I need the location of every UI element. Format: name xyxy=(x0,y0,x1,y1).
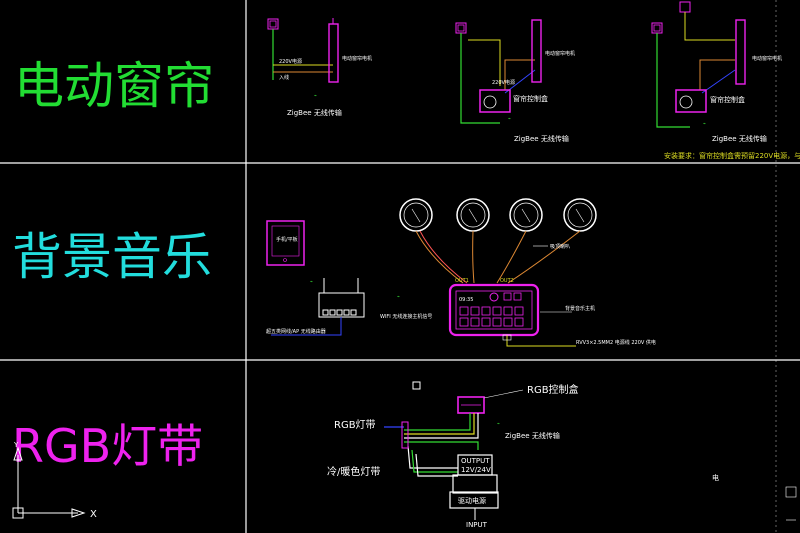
control-box-label: 窗帘控制盒 xyxy=(710,95,745,104)
switch-panel-icon xyxy=(267,18,279,30)
control-box-icon xyxy=(675,89,707,113)
curtain-unit-3: 电动窗帘电机 窗帘控制盒 ⌁ ZigBee 无线传输 xyxy=(651,1,782,143)
wifi-icon: ⌁ xyxy=(703,121,706,127)
curtain-motor-icon xyxy=(328,23,339,83)
music-section-title: 背景音乐 xyxy=(12,228,212,286)
output-label: OUTPUT xyxy=(461,457,490,465)
speaker-icon xyxy=(399,198,433,232)
rgb-strip-label: RGB灯带 xyxy=(334,419,376,431)
driver-power-box xyxy=(449,491,499,509)
speaker-cables xyxy=(415,230,581,284)
rgb-section-title: RGB灯带 xyxy=(12,419,203,473)
out2-label: OUT2 xyxy=(500,278,514,284)
wifi-icon: ⌁ xyxy=(310,279,313,285)
curtain-unit-2: 电动窗帘电机 220V电源 窗帘控制盒 ⌁ ZigBee 无线传输 xyxy=(455,19,575,143)
host-power-cable-label: RVV3×2.5MM2 电源线 220V 供电 xyxy=(576,339,656,346)
zigbee-label: ZigBee 无线传输 xyxy=(287,108,342,117)
cool-warm-strip-label: 冷/暖色灯带 xyxy=(327,465,380,478)
zigbee-label: ZigBee 无线传输 xyxy=(712,134,767,143)
rgb-strip-wiring xyxy=(384,413,479,477)
switch-panel-icon xyxy=(455,22,467,34)
input-label: INPUT xyxy=(466,521,488,529)
curtain-motor-icon xyxy=(531,19,542,83)
router-caption: 超五类网线/AP 无线路由器 xyxy=(266,328,326,335)
stray-character: 电 xyxy=(712,473,719,482)
motor-label: 电动窗帘电机 xyxy=(752,55,782,62)
driver-power-icon xyxy=(452,474,498,494)
motor-label: 电动窗帘电机 xyxy=(342,55,372,62)
curtain-section-title: 电动窗帘 xyxy=(14,57,214,115)
wifi-note: WIFI 无线连接主机信号 xyxy=(380,313,432,320)
music-host-panel[interactable]: 09:35 xyxy=(448,283,540,337)
driver-label: 驱动电源 xyxy=(458,496,486,505)
host-knob-icon xyxy=(489,292,499,302)
curtain-unit-1: 220V电源 电动窗帘电机 入线 ⌁ ZigBee 无线传输 xyxy=(267,18,372,117)
control-box-label: 窗帘控制盒 xyxy=(513,94,548,103)
output-voltage-label: 12V/24V xyxy=(461,466,491,474)
zigbee-label: ZigBee 无线传输 xyxy=(514,134,569,143)
curtain-motor-icon xyxy=(735,19,746,85)
wifi-icon: ⌁ xyxy=(397,294,400,300)
wifi-icon: ⌁ xyxy=(508,116,511,122)
control-box-icon xyxy=(479,89,511,113)
tablet-icon xyxy=(266,220,305,266)
speaker-label: 吸顶喇叭 xyxy=(550,243,570,250)
speaker-icon xyxy=(563,198,597,232)
ucs-axis-icon xyxy=(12,446,86,519)
small-square-marker xyxy=(412,381,421,390)
ucs-x-label: X xyxy=(90,509,97,520)
ceiling-speakers xyxy=(399,198,597,232)
ucs-y-label: Y xyxy=(13,441,19,449)
rgb-controller-label: RGB控制盒 xyxy=(527,383,579,396)
router-icon xyxy=(318,278,365,318)
host-label: 背景音乐主机 xyxy=(565,305,595,312)
power-220v-label: 220V电源 xyxy=(279,58,302,65)
scroll-handle[interactable] xyxy=(785,486,797,521)
switch-panel-icon xyxy=(651,22,663,34)
host-screen-time: 09:35 xyxy=(459,297,473,303)
rgb-zigbee-label: ZigBee 无线传输 xyxy=(505,431,560,440)
motor-label: 电动窗帘电机 xyxy=(545,50,575,57)
speaker-icon xyxy=(509,198,543,232)
out1-label: OUT1 xyxy=(455,278,469,284)
wifi-icon: ⌁ xyxy=(314,93,317,99)
install-requirement-note: 安装要求：窗帘控制盒需预留220V电源，与电机 xyxy=(664,151,800,160)
wifi-icon: ⌁ xyxy=(497,421,500,427)
rgb-controller-icon xyxy=(457,396,485,414)
tablet-label: 手机/平板 xyxy=(276,236,298,243)
rgb-strip-connector-icon xyxy=(401,421,409,449)
speaker-icon xyxy=(456,198,490,232)
power-220v-label: 220V电源 xyxy=(492,79,515,86)
power-in-label: 入线 xyxy=(279,74,289,81)
